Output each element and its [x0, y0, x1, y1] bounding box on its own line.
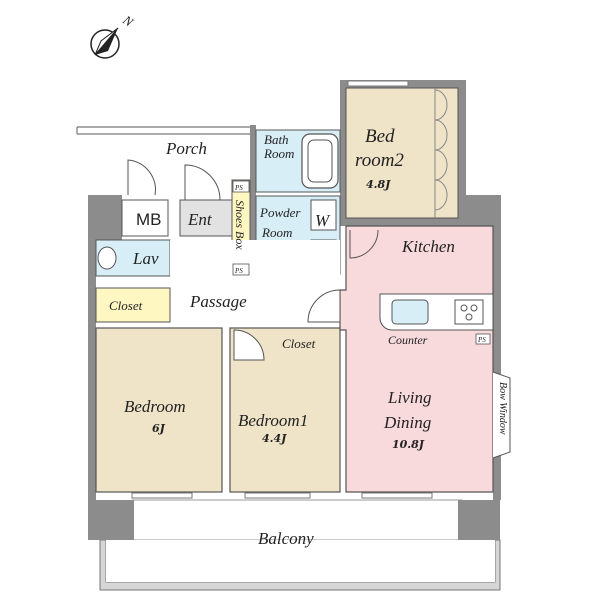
room-label-mb: MB [136, 210, 162, 229]
room-label-powder-2: Room [261, 225, 292, 240]
washer-icon [310, 199, 337, 231]
bedroom1-door [233, 329, 265, 361]
bedroom-floor [95, 327, 223, 493]
porch-area [76, 126, 250, 135]
room-label-bedroom1: Bedroom1 [238, 411, 308, 430]
entry-door [127, 159, 221, 201]
ps-label-2: PS [234, 267, 243, 275]
room-label-bedroom2-1: Bed [365, 126, 395, 147]
compass-label: N [119, 12, 137, 31]
window-marks [131, 80, 433, 499]
room-label-shoes-box: Shoes Box [233, 200, 247, 250]
room-label-passage: Passage [189, 292, 247, 311]
room-label-kitchen: Kitchen [401, 237, 455, 256]
room-label-porch: Porch [165, 139, 207, 158]
kitchen-sink-icon [391, 299, 429, 325]
room-label-balcony: Balcony [258, 529, 314, 548]
ps-label-1: PS [234, 184, 243, 192]
room-label-powder-1: Powder [259, 205, 301, 220]
ps-box [475, 333, 491, 345]
room-size-bedroom: 6J [152, 422, 166, 435]
ps-box [232, 263, 250, 276]
living-door [307, 289, 341, 323]
room-label-ent: Ent [187, 210, 213, 229]
room-label-bath-2: Room [263, 146, 294, 161]
counter-label: Counter [388, 333, 428, 347]
bedroom2-floor [345, 87, 459, 219]
room-label-living: Living [387, 388, 431, 407]
room-size-living: 10.8J [392, 438, 425, 451]
room-label-closet-left: Closet [109, 298, 143, 313]
entrance-floor [179, 199, 233, 237]
room-label-dining: Dining [383, 413, 431, 432]
bow-window [492, 371, 511, 459]
living-dining-floor [339, 225, 494, 493]
bow-window-label: Bow Window [497, 382, 508, 435]
bedroom2-closet-doors [434, 88, 448, 218]
ps-box [232, 180, 250, 193]
room-size-bedroom1: 4.4J [262, 432, 287, 445]
north-arrow-icon [90, 27, 120, 59]
room-label-closet-mid: Closet [282, 336, 316, 351]
bathtub-icon [301, 133, 339, 189]
room-label-bedroom2-2: room2 [355, 150, 404, 171]
ps-label-3: PS [477, 336, 486, 344]
room-label-bath-1: Bath [264, 132, 289, 147]
closet-left [95, 287, 171, 323]
room-label-bedroom: Bedroom [124, 397, 186, 416]
toilet-icon [97, 246, 117, 270]
mb-area [121, 199, 169, 237]
washer-label: W [315, 211, 331, 230]
room-label-lav: Lav [132, 249, 159, 268]
room-size-bedroom2: 4.8J [366, 178, 391, 191]
